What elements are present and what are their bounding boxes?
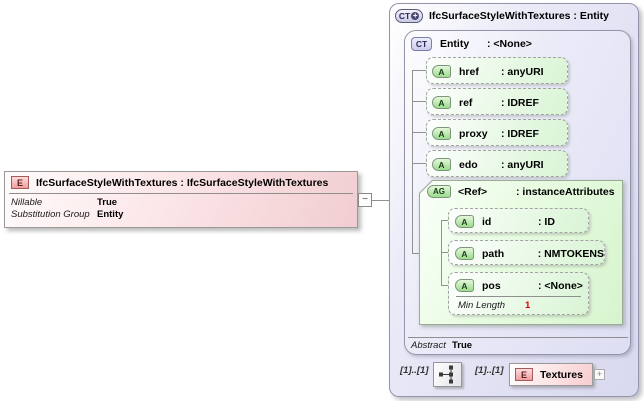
attribute-icon: A	[432, 127, 451, 140]
attribute-name: edo	[459, 158, 478, 171]
attribute-group-type: : instanceAttributes	[516, 185, 615, 198]
connector-line	[412, 70, 413, 253]
attribute-box-href: A href : anyURI	[426, 57, 568, 84]
connector-line	[412, 132, 426, 133]
cardinality-label: [1]..[1]	[400, 365, 429, 376]
property-label: Nillable	[11, 197, 43, 208]
attribute-name: proxy	[459, 127, 488, 140]
sequence-icon	[439, 365, 453, 384]
child-element-label: Textures	[540, 368, 583, 381]
ct-icon-label: CT	[398, 11, 411, 21]
attribute-name: pos	[482, 279, 501, 292]
attribute-box-proxy: A proxy : IDREF	[426, 119, 568, 146]
attribute-type: : NMTOKENS	[537, 247, 604, 260]
attribute-box-id: A id : ID	[448, 208, 589, 233]
property-row: Nillable True	[11, 197, 353, 209]
facet-label: Min Length	[458, 300, 506, 311]
connector-line	[412, 101, 426, 102]
base-type-type: : <None>	[487, 38, 532, 50]
complex-type-header: CT + IfcSurfaceStyleWithTextures : Entit…	[390, 4, 638, 23]
attribute-type: : IDREF	[501, 127, 539, 140]
facet-value: 1	[525, 300, 531, 311]
collapse-minus-button[interactable]: −	[358, 193, 372, 207]
attribute-name: href	[459, 65, 479, 78]
property-row: Abstract True	[411, 340, 472, 351]
child-element-textures[interactable]: E Textures	[509, 363, 593, 386]
attribute-group-header: AG <Ref> : instanceAttributes	[427, 185, 615, 198]
attribute-type: : ID	[538, 215, 555, 228]
base-type-header: CT Entity : <None>	[405, 31, 630, 51]
ct-icon: CT	[411, 37, 432, 51]
header-separator	[9, 193, 353, 194]
connector-line	[372, 200, 390, 201]
complex-type-icon: CT +	[395, 9, 423, 23]
property-value: Entity	[97, 208, 124, 220]
attribute-type: : <None>	[538, 279, 583, 292]
attribute-name: path	[482, 247, 505, 260]
attribute-group-name: <Ref>	[458, 185, 488, 198]
facet-row: Min Length 1	[458, 300, 530, 311]
property-row: Substitution Group Entity	[11, 209, 353, 221]
element-icon: E	[515, 368, 533, 381]
property-value: True	[452, 340, 473, 351]
connector-line	[441, 252, 448, 253]
element-properties: Nillable True Substitution Group Entity	[11, 197, 353, 220]
attribute-box-pos: A pos : <None> Min Length 1	[448, 272, 589, 315]
attribute-group-icon: AG	[427, 185, 451, 198]
connector-line	[441, 285, 448, 286]
derived-plus-icon: +	[411, 11, 420, 20]
connector-line	[441, 220, 448, 221]
property-value: True	[97, 197, 118, 208]
attribute-icon: A	[432, 96, 451, 109]
attribute-icon: A	[455, 247, 474, 260]
facet-separator	[456, 296, 581, 297]
connector-line	[412, 70, 426, 71]
connector-line	[412, 253, 419, 254]
element-node[interactable]: E IfcSurfaceStyleWithTextures : IfcSurfa…	[4, 171, 358, 228]
property-separator	[408, 337, 628, 338]
sequence-indicator	[433, 362, 462, 387]
property-label: Substitution Group	[11, 208, 90, 220]
element-header: E IfcSurfaceStyleWithTextures : IfcSurfa…	[5, 172, 357, 189]
attribute-name: id	[482, 215, 492, 228]
complex-type-title: IfcSurfaceStyleWithTextures : Entity	[429, 10, 610, 22]
attribute-type: : anyURI	[501, 158, 544, 171]
element-icon: E	[11, 176, 29, 189]
attribute-icon: A	[432, 158, 451, 171]
attribute-icon: A	[432, 65, 451, 78]
attribute-name: ref	[459, 96, 473, 109]
attribute-box-ref: A ref : IDREF	[426, 88, 568, 115]
attribute-type: : anyURI	[501, 65, 544, 78]
element-title: IfcSurfaceStyleWithTextures : IfcSurface…	[36, 176, 329, 189]
connector-line	[412, 163, 426, 164]
cardinality-label: [1]..[1]	[475, 365, 504, 376]
attribute-icon: A	[455, 215, 474, 228]
property-label: Abstract	[411, 340, 446, 351]
attribute-box-edo: A edo : anyURI	[426, 150, 568, 177]
attribute-icon: A	[455, 279, 474, 292]
attribute-type: : IDREF	[501, 96, 539, 109]
attribute-box-path: A path : NMTOKENS	[448, 240, 605, 265]
base-type-name: Entity	[440, 38, 470, 50]
expand-plus-button[interactable]: +	[594, 369, 605, 380]
